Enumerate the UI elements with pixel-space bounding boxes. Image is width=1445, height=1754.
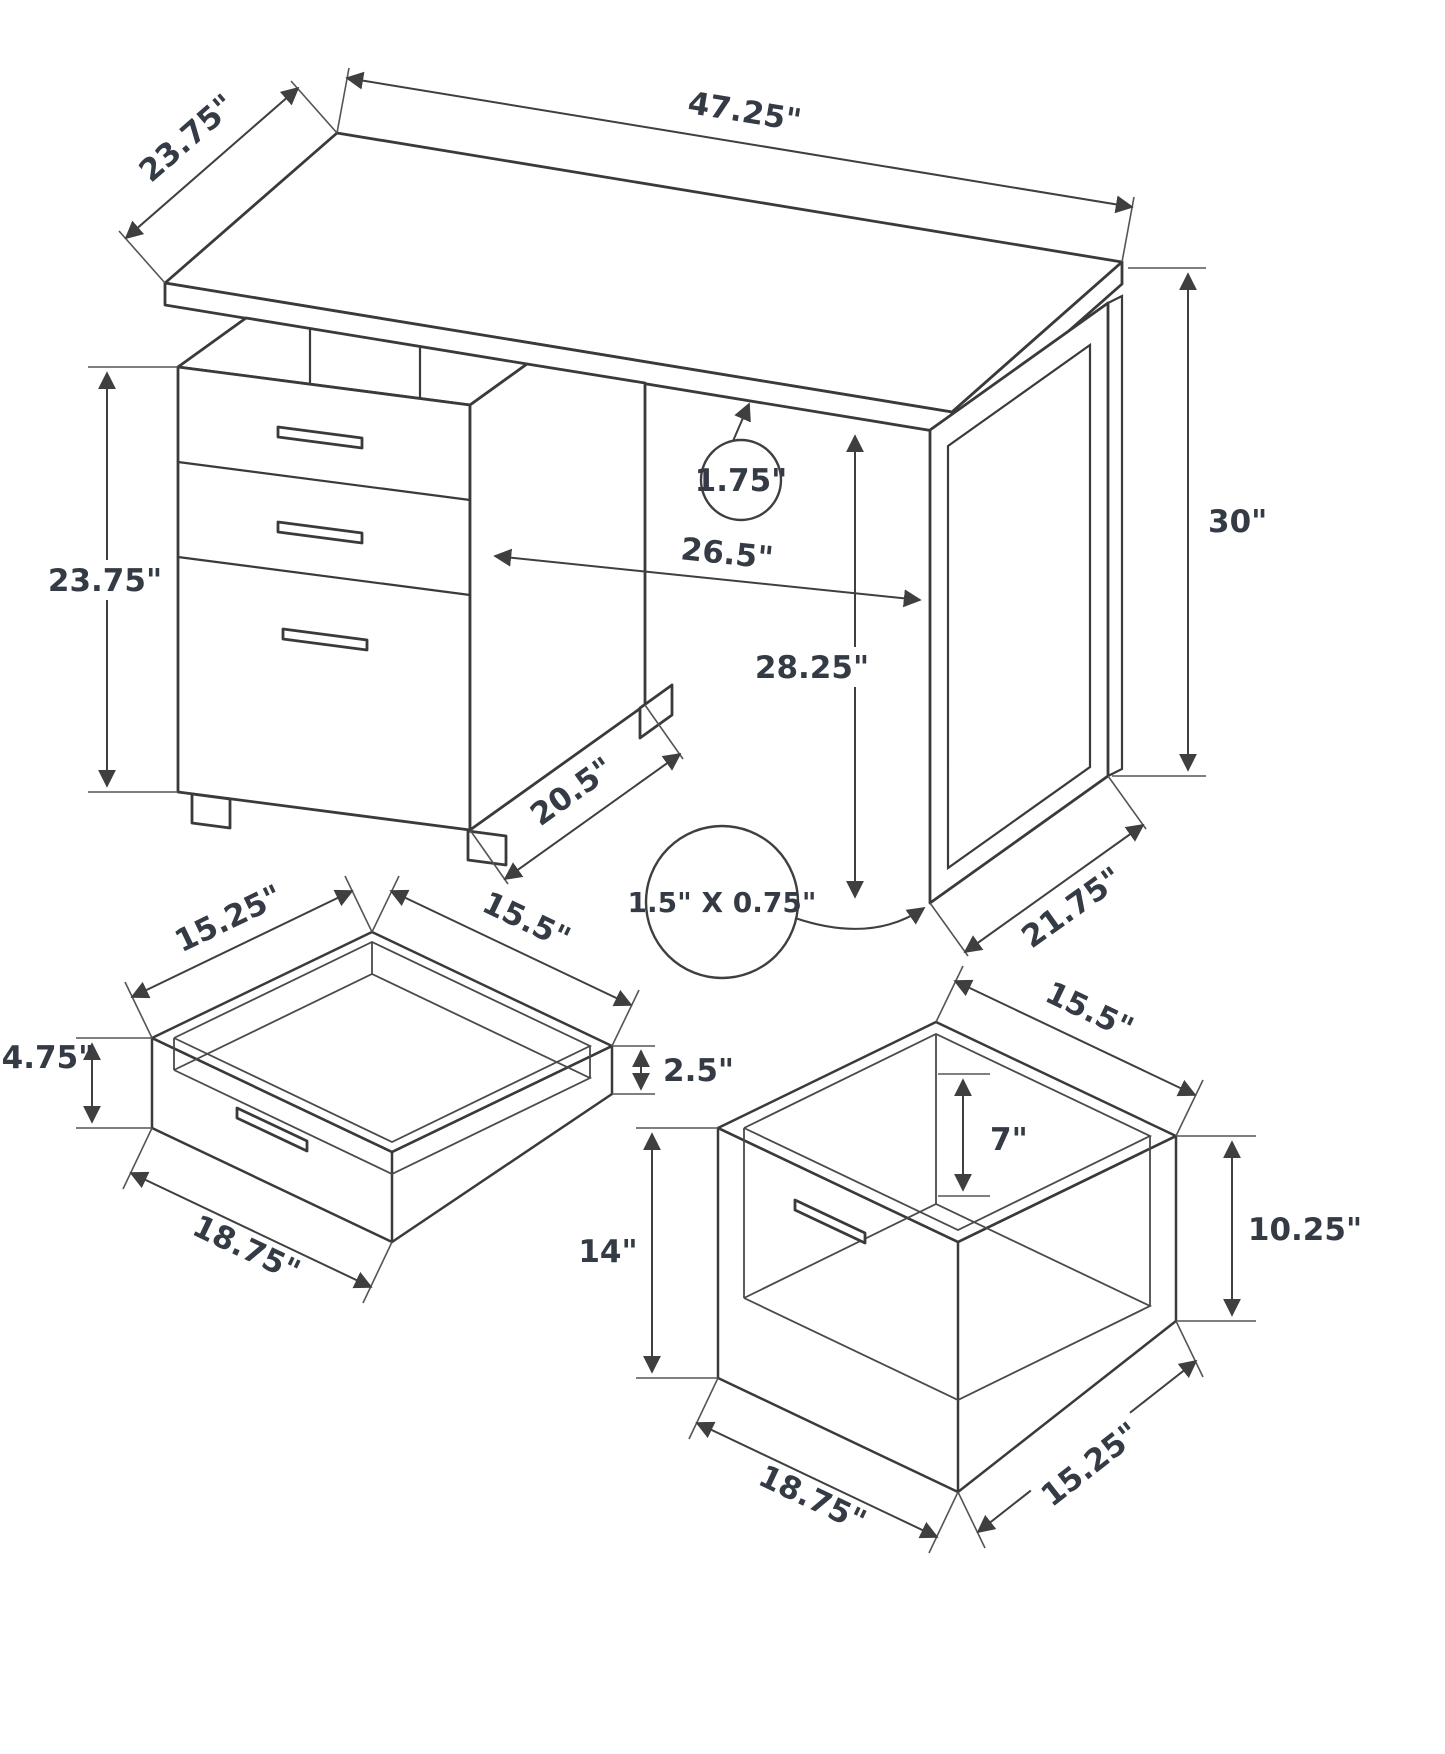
ext-line [371,875,400,933]
pedestal-foot-front-left [190,792,232,830]
pedestal-side-face [468,362,647,832]
ext-line [469,829,509,885]
ext-line [362,1241,393,1304]
ext-line [611,989,640,1047]
ext-line [118,230,166,284]
dim-arrow [695,1421,939,1539]
dim-pencil-depth: 15.25" [124,875,373,1039]
ext-line [928,1491,959,1554]
dim-leg-tube: 1.5" X 0.75" [628,824,926,980]
pencil-drawer-handle [235,1106,309,1153]
leg-frame-inner [946,342,1092,871]
dim-file-front-height-label: 14" [578,1234,637,1270]
leg-frame-thickness [1106,294,1124,778]
dim-file-back-height: 10.25" [1176,1135,1362,1322]
file-drawer-inner-rim [743,1033,1153,1231]
dim-arrow [124,86,300,240]
drawer-handle-1 [276,425,364,450]
ext-line [957,1491,986,1549]
callout-circle [644,824,800,980]
drawer-handle-3 [281,627,369,652]
leader-arrow [732,402,751,442]
dim-arrow [953,979,1197,1097]
dim-file-width: 18.75" [688,1377,959,1554]
dim-file-front-height: 14" [578,1127,718,1379]
dim-arrow [130,889,354,999]
ext-line [688,1377,719,1440]
dim-file-top-width: 15.5" [935,965,1204,1137]
ext-line [344,875,373,933]
dim-knee-space-label: 26.5" [679,531,775,576]
pencil-drawer-right-side [391,1044,614,1244]
dim-arrow [129,1171,373,1289]
dim-top-thickness: 1.75" [695,402,788,522]
label-backing [750,647,874,687]
desk-main-view: 23.75" 47.25" 23.75" 1.75" [48,67,1267,980]
dim-overall-height: 30" [1112,267,1267,777]
drawer-divider-1 [176,460,472,502]
drawer-divider-2 [176,555,472,597]
file-drawer-front-panel [716,1126,960,1494]
label-backing [1027,1408,1153,1520]
dim-pencil-depth-label: 15.25" [169,878,288,960]
dim-pencil-back-height-label: 2.5" [663,1053,734,1089]
dim-pedestal-height: 23.75" [48,366,178,793]
ext-line [1107,775,1147,830]
dim-top-thickness-label: 1.75" [695,463,788,499]
dim-pencil-front-height-label: 4.75" [2,1040,95,1076]
dim-leg-tube-label: 1.5" X 0.75" [628,886,817,919]
file-drawer-interior [743,1034,1153,1401]
ext-line [1175,1320,1204,1378]
dim-pencil-back-height: 2.5" [612,1045,734,1095]
pencil-drawer-front-panel [150,1036,394,1244]
pencil-drawer-top-rim [151,930,613,1154]
ext-line [122,1127,153,1190]
dim-pencil-top-width-label: 15.5" [477,885,576,957]
ext-line [929,902,969,957]
dim-pencil-front-height: 4.75" [2,1037,152,1129]
dim-arrow [345,71,1134,214]
dim-file-depth: 15.25" [957,1320,1204,1549]
pencil-drawer-interior [173,942,593,1175]
dim-under-height-label: 28.25" [755,650,869,686]
dim-file-top-width-label: 15.5" [1040,975,1139,1047]
dim-file-depth-label: 15.25" [1035,1415,1147,1514]
dim-file-inner-height: 7" [938,1073,1028,1197]
dim-arrow [503,752,682,881]
dim-top-depth-label: 23.75" [133,87,243,189]
dim-file-back-height-label: 10.25" [1248,1212,1362,1248]
ext-line [935,965,964,1023]
leader-arrow [794,906,926,930]
callout-circle [699,438,783,522]
dim-file-inner-height-label: 7" [990,1122,1028,1158]
ext-line [1175,1079,1204,1137]
ext-line [644,704,684,760]
dim-arrow [963,823,1145,954]
dim-overall-height-label: 30" [1208,504,1267,540]
pedestal-foot-back [638,683,674,740]
dim-pedestal-height-label: 23.75" [48,563,162,599]
label-backing [48,560,162,600]
ext-line [124,981,153,1039]
dim-arrow [389,889,633,1007]
dim-file-width-label: 18.75" [753,1458,872,1540]
dim-pencil-width-label: 18.75" [187,1208,306,1290]
file-drawer-handle [793,1198,867,1245]
dim-under-height: 28.25" [750,434,874,899]
drawer-handle-2 [276,520,364,545]
dim-top-width-label: 47.25" [685,85,804,139]
